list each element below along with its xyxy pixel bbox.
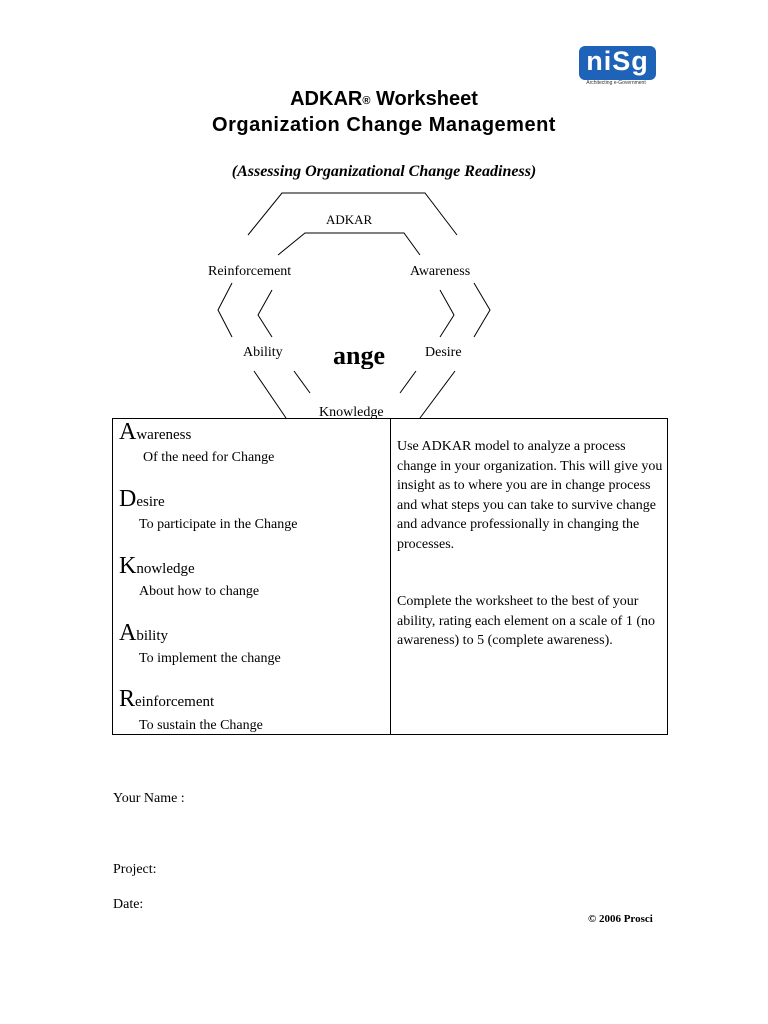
page-title: ADKAR® Worksheet [0,87,768,111]
logo-tagline: Architecting e-Government [586,80,646,86]
element-desc-ability: To implement the change [139,651,281,666]
diagram-label-ability: Ability [243,345,283,360]
element-title-knowledge: Knowledge [119,553,195,579]
element-title-desire: Desire [119,486,165,512]
outer-hex-bottom-right [419,370,456,419]
element-title-awareness: Awareness [119,419,192,445]
inner-hex-right [439,289,455,338]
diagram-label-adkar: ADKAR [326,212,373,227]
adkar-hexagon-graphic [217,192,491,419]
inner-hex-bottom-left [293,370,311,394]
assessment-subtitle: (Assessing Organizational Change Readine… [231,163,537,180]
copyright-notice: © 2006 Prosci [588,913,653,925]
table-column-divider [390,418,391,735]
diagram-label-reinforcement: Reinforcement [208,264,292,279]
registered-mark: ® [362,95,371,107]
inner-hex-top [277,232,421,256]
title-main: ADKAR [290,88,363,110]
element-desc-reinforcement: To sustain the Change [139,718,263,733]
element-title-ability: Ability [119,620,169,646]
diagram-center-text: ange [333,341,385,369]
title-rest: Worksheet [370,88,478,110]
element-desc-knowledge: About how to change [139,584,260,599]
project-field-label: Project: [113,862,157,877]
diagram-label-knowledge: Knowledge [319,405,384,420]
diagram-label-awareness: Awareness [410,264,471,279]
outer-hex-bottom-left [253,370,287,419]
instructions-paragraph-2: Complete the worksheet to the best of yo… [397,594,655,648]
nisg-logo: niSg [579,46,656,80]
instructions-paragraph-1: Use ADKAR model to analyze a process cha… [397,439,663,552]
page-subtitle: Organization Change Management [212,114,556,136]
element-title-reinforcement: Reinforcement [119,686,215,712]
element-desc-awareness: Of the need for Change [143,450,275,465]
inner-hex-left [257,289,273,338]
inner-hex-bottom-right [399,370,417,394]
element-desc-desire: To participate in the Change [139,517,298,532]
date-field-label: Date: [113,897,144,912]
adkar-diagram: ADKAR Reinforcement Awareness Ability De… [0,185,768,425]
outer-hex-top [247,192,458,236]
outer-hex-left [217,282,233,338]
outer-hex-right [473,282,491,338]
name-field-label: Your Name : [113,791,185,806]
diagram-label-desire: Desire [425,345,462,360]
